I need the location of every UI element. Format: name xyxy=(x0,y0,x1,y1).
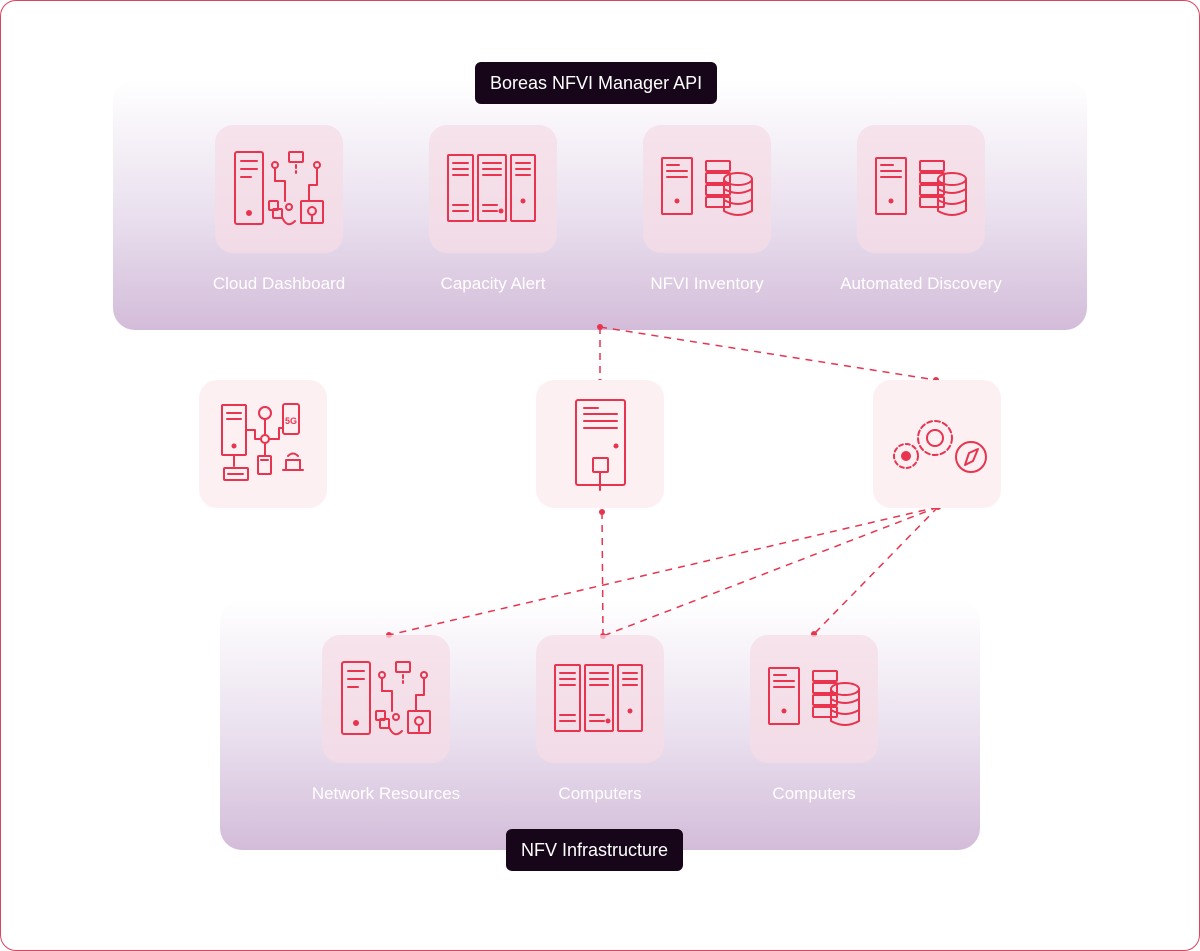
connector-gears-to-computers-1 xyxy=(602,506,939,637)
computers-label-2: Computers xyxy=(772,784,856,803)
computers-label-1: Computers xyxy=(558,784,642,803)
nfv-infrastructure-title: NFV Infrastructure xyxy=(506,829,684,871)
server-database-icon xyxy=(643,125,771,253)
network-resources-label: Network Resources xyxy=(311,784,461,803)
connector-gears-to-computers-2 xyxy=(813,506,939,635)
network-diagram-icon xyxy=(322,635,450,763)
connector-api-to-gears xyxy=(599,326,937,381)
connector-dot xyxy=(599,509,605,515)
5g-network-icon: 5G xyxy=(199,380,327,508)
svg-text:5G: 5G xyxy=(285,416,297,426)
connector-gears-to-network-resources xyxy=(388,506,939,636)
gears-compass-icon xyxy=(873,380,1001,508)
connector-server-to-computers xyxy=(601,511,604,637)
manager-api-title: Boreas NFVI Manager API xyxy=(475,62,718,104)
cloud-dashboard-label: Cloud Dashboard xyxy=(212,274,346,293)
server-database-icon xyxy=(857,125,985,253)
connector-dot xyxy=(597,324,603,330)
network-diagram-icon xyxy=(215,125,343,253)
capacity-alert-label: Capacity Alert xyxy=(440,274,546,293)
server-rack-icon xyxy=(429,125,557,253)
nfvi-inventory-label: NFVI Inventory xyxy=(650,274,764,293)
server-database-icon xyxy=(750,635,878,763)
automated-discovery-label: Automated Discovery xyxy=(840,274,1002,293)
server-tower-icon xyxy=(536,380,664,508)
server-rack-icon xyxy=(536,635,664,763)
